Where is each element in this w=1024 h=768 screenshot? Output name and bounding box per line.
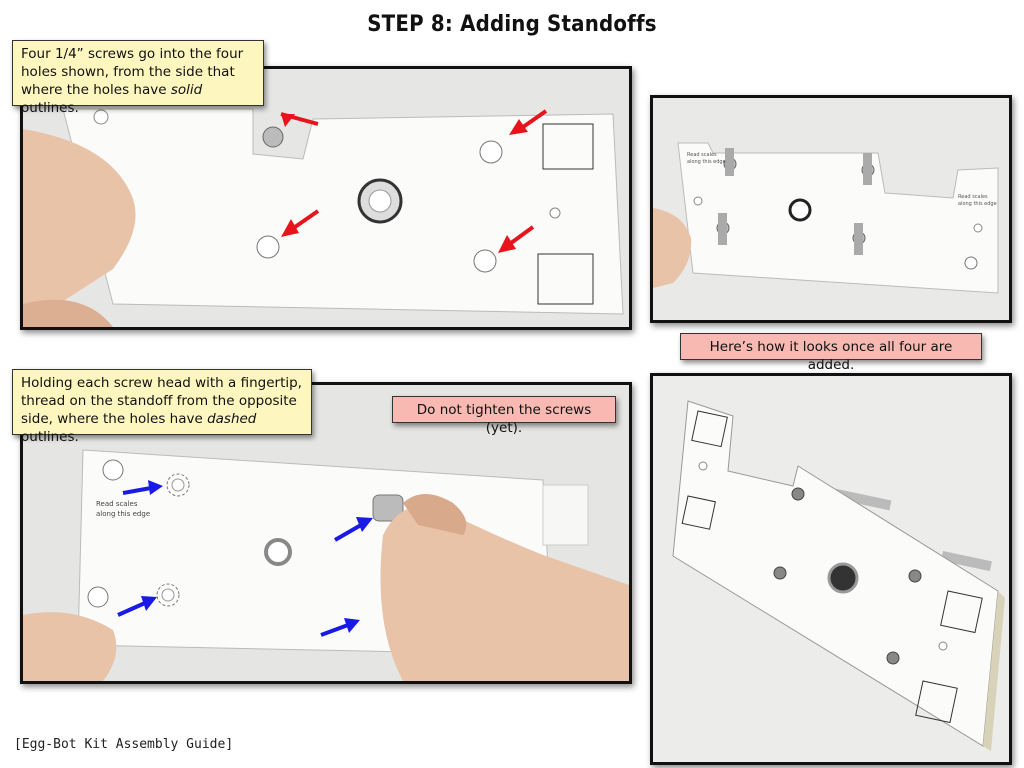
callout-all-four-added-text: Here’s how it looks once all four are ad…	[709, 339, 953, 373]
callout-insert-screws-post: outlines.	[21, 100, 79, 116]
page-title: STEP 8: Adding Standoffs	[367, 12, 657, 37]
callout-do-not-tighten: Do not tighten the screws (yet).	[392, 396, 616, 436]
footer-guide-title: [Egg-Bot Kit Assembly Guide]	[14, 737, 234, 752]
plate-label-3b: along this edge	[96, 510, 150, 518]
photo-standoffs-added: Read scales along this edge Read scales …	[650, 95, 1012, 323]
photo-2-illustration: Read scales along this edge Read scales …	[653, 98, 1009, 320]
callout-thread-standoff-pre: Holding each screw head with a fingertip…	[21, 375, 302, 427]
photo-1-illustration	[23, 69, 629, 327]
callout-all-four-added: Here’s how it looks once all four are ad…	[680, 333, 982, 373]
callout-insert-screws-pre: Four 1/4” screws go into the four holes …	[21, 46, 244, 98]
plate-label-2b: along this edge	[958, 201, 997, 207]
photo-assembled-side-view	[650, 373, 1012, 765]
callout-insert-screws-em: solid	[170, 82, 203, 98]
plate-label-1a: Read scales	[687, 152, 717, 158]
callout-insert-screws: Four 1/4” screws go into the four holes …	[12, 40, 264, 116]
photo-4-illustration	[653, 376, 1009, 762]
callout-thread-standoff-post: outlines.	[21, 429, 79, 445]
plate-label-3a: Read scales	[96, 500, 138, 508]
plate-label-1b: along this edge	[687, 159, 726, 165]
plate-label-2a: Read scales	[958, 194, 988, 200]
callout-thread-standoff: Holding each screw head with a fingertip…	[12, 369, 312, 445]
callout-do-not-tighten-text: Do not tighten the screws (yet).	[416, 402, 592, 436]
callout-thread-standoff-em: dashed	[207, 411, 257, 427]
photo-screws-inserted	[20, 66, 632, 330]
photo-thread-standoffs: Read scales along this edge	[20, 382, 632, 684]
